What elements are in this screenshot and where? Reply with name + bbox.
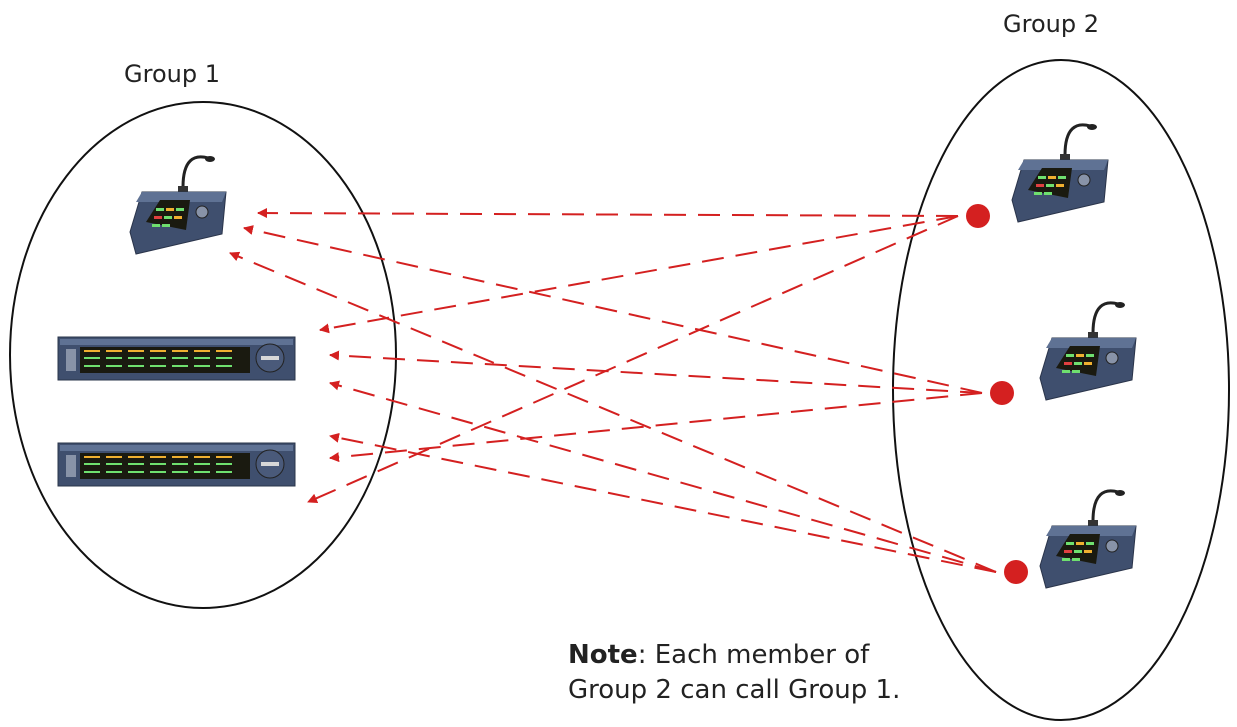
call-arrow [319,215,959,334]
caller-dot-1 [966,204,990,228]
connections-layer [229,208,997,573]
group-2-member-desk-panel-1 [1011,123,1109,223]
group-2-label: Group 2 [1003,10,1099,38]
group-1-member-rack-panel-2 [57,442,296,487]
desk-panel-icon [129,155,227,255]
note-line-1-text: : Each member of [638,640,870,670]
desk-panel-icon [1039,489,1137,589]
group-2-member-desk-panel-3 [1039,489,1137,589]
note-label: Note [568,640,638,670]
call-arrow [329,350,983,394]
call-arrow [329,380,997,573]
note-line-2: Group 2 can call Group 1. [568,675,900,705]
group-1-member-desk-panel [129,155,227,255]
call-arrow [329,392,983,463]
rack-panel-icon [57,442,296,487]
call-arrow [243,225,983,394]
desk-panel-icon [1011,123,1109,223]
group-1-ellipse [9,101,397,609]
desk-panel-icon [1039,301,1137,401]
caller-dot-3 [1004,560,1028,584]
group-1-member-rack-panel-1 [57,336,296,381]
rack-panel-icon [57,336,296,381]
caller-dot-2 [990,381,1014,405]
call-arrow [229,251,997,573]
group-2-member-desk-panel-2 [1039,301,1137,401]
call-arrow [329,432,997,573]
call-arrow [257,208,959,219]
call-arrow [307,215,959,503]
group-2-ellipse [892,59,1230,721]
note-line-1: Note: Each member of [568,640,870,670]
group-1-label: Group 1 [124,60,220,88]
